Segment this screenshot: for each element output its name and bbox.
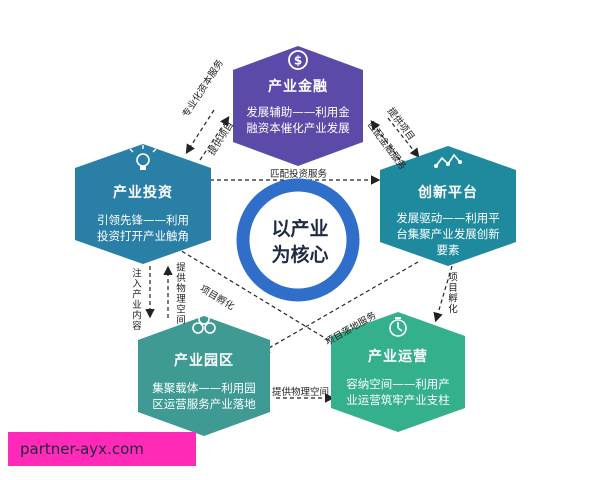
hex-park[interactable] — [138, 316, 270, 436]
park-desc-line-2: 区运营服务产业落地 — [152, 397, 256, 411]
edge-label-provide-space-left: 提供物理空间 — [174, 262, 185, 325]
innovation-desc-line-2: 台集聚产业发展创新 — [396, 227, 500, 241]
innovation-desc: 发展驱动——利用平 台集聚产业发展创新 要素 — [382, 210, 514, 258]
investment-desc: 引领先锋——利用 投资打开产业触角 — [78, 212, 208, 244]
edge-finance-innovation — [387, 117, 420, 158]
hex-innovation[interactable] — [380, 146, 516, 266]
edge-investment-finance — [199, 116, 230, 161]
hex-operation[interactable] — [331, 312, 465, 432]
innovation-title: 创新平台 — [418, 185, 478, 201]
finance-desc-line-1: 发展辅助——利用金 — [246, 105, 350, 119]
investment-title: 产业投资 — [113, 185, 173, 201]
edge-label-inject-content: 注入产业内容 — [130, 268, 141, 331]
operation-desc: 容纳空间——利用产 业运营筑牢产业支柱 — [334, 376, 462, 408]
park-desc-line-1: 集聚载体——利用园 — [152, 381, 256, 395]
dollar-cycle-icon: $ — [288, 50, 308, 70]
innovation-desc-line-3: 要素 — [436, 243, 460, 257]
innovation-desc-line-1: 发展驱动——利用平 — [396, 211, 500, 225]
edge-innovation-operation — [433, 265, 453, 323]
investment-desc-line-2: 投资打开产业触角 — [97, 229, 189, 243]
finance-desc-line-2: 融资本催化产业发展 — [246, 121, 350, 135]
stopwatch-icon — [389, 317, 407, 337]
park-title: 产业园区 — [174, 353, 234, 369]
center-ring — [236, 178, 360, 302]
operation-node: 产业运营 容纳空间——利用产 业运营筑牢产业支柱 — [334, 346, 462, 408]
investment-node: 产业投资 引领先锋——利用 投资打开产业触角 — [78, 182, 208, 244]
edge-finance-investment — [185, 109, 215, 155]
watermark-banner: partner-ayx.com — [8, 432, 196, 466]
investment-desc-line-1: 引领先锋——利用 — [97, 213, 189, 227]
edge-label-provide-space-bottom: 提供物理空间 — [272, 387, 330, 398]
network-icon — [434, 153, 462, 168]
innovation-node: 创新平台 发展驱动——利用平 台集聚产业发展创新 要素 — [382, 182, 514, 258]
leaf-cluster-icon — [192, 313, 216, 334]
center-line-2: 为核心 — [271, 244, 329, 266]
finance-title: 产业金融 — [268, 79, 328, 95]
lightbulb-icon — [129, 145, 157, 170]
edge-innovation-park — [259, 261, 419, 354]
svg-text:$: $ — [294, 54, 302, 68]
park-desc: 集聚载体——利用园 区运营服务产业落地 — [141, 380, 267, 412]
park-node: 产业园区 集聚载体——利用园 区运营服务产业落地 — [141, 350, 267, 412]
edge-innovation-finance — [370, 120, 401, 161]
finance-desc: 发展辅助——利用金 融资本催化产业发展 — [236, 104, 360, 136]
operation-desc-line-2: 业运营筑牢产业支柱 — [346, 393, 450, 407]
operation-title: 产业运营 — [368, 349, 428, 365]
edge-label-project-incubation-right: 项目孵化 — [446, 272, 457, 314]
edge-label-match-investment: 匹配投资服务 — [270, 169, 328, 180]
hex-investment[interactable] — [75, 144, 211, 264]
center-label: 以产业 为核心 — [255, 216, 345, 268]
finance-node: 产业金融 发展辅助——利用金 融资本催化产业发展 — [236, 76, 360, 136]
operation-desc-line-1: 容纳空间——利用产 — [346, 377, 450, 391]
center-line-1: 以产业 — [271, 218, 329, 240]
hex-finance[interactable] — [233, 46, 363, 166]
